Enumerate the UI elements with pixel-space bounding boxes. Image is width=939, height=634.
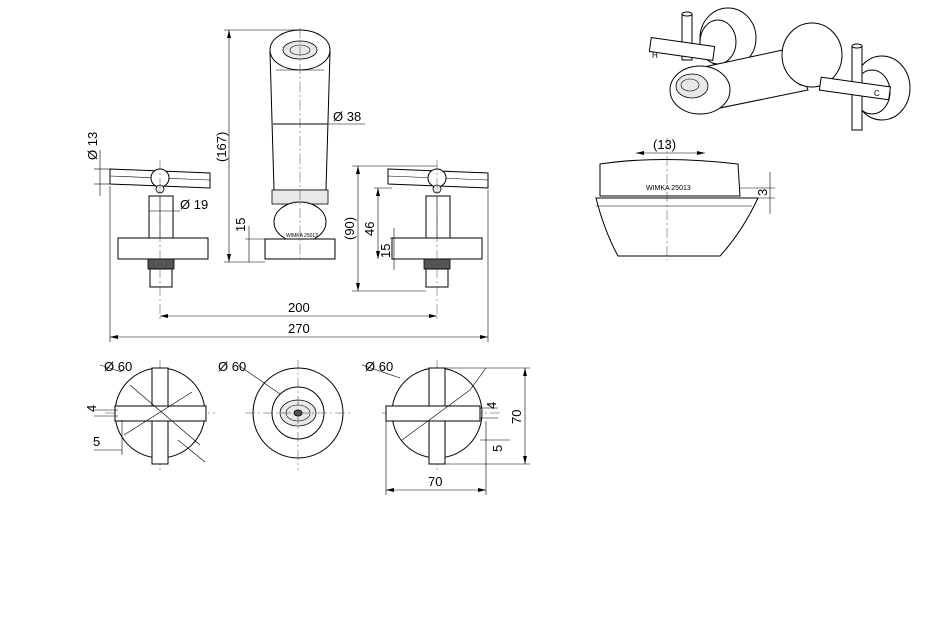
dim-d38-text: Ø 38 bbox=[333, 109, 361, 124]
dim-h167: (167) 15 bbox=[214, 29, 300, 263]
dim-h15-valve-text: 15 bbox=[378, 244, 393, 258]
spout: WIMKA 25013 bbox=[264, 28, 336, 262]
dim-d13-text: Ø 13 bbox=[85, 132, 100, 160]
dim-v4-left-text: 4 bbox=[84, 405, 99, 412]
hot-marking: H bbox=[652, 51, 658, 60]
dim-d19: Ø 19 bbox=[149, 197, 208, 212]
detail-label: WIMKA 25013 bbox=[646, 185, 691, 192]
dim-d60-right-text: Ø 60 bbox=[365, 359, 393, 374]
dim-d13: Ø 13 bbox=[85, 132, 110, 196]
dim-w270-text: 270 bbox=[288, 321, 310, 336]
spout-label: WIMKA 25013 bbox=[286, 233, 318, 239]
dim-d19-text: Ø 19 bbox=[180, 197, 208, 212]
dim-d38: Ø 38 bbox=[327, 109, 365, 125]
spout-plan: Ø 60 bbox=[218, 359, 350, 470]
front-elevation: WIMKA 25013 Ø 13 Ø 19 bbox=[85, 28, 489, 342]
dim-h15-spout-text: 15 bbox=[233, 218, 248, 232]
isometric-view: H C bbox=[648, 7, 911, 131]
dim-h3-text: 3 bbox=[755, 189, 770, 196]
dim-h167-text: (167) bbox=[214, 132, 229, 162]
dim-d60-left-text: Ø 60 bbox=[104, 359, 132, 374]
left-handle-plan: Ø 60 4 5 bbox=[84, 359, 215, 470]
dim-d60-mid-text: Ø 60 bbox=[218, 359, 246, 374]
dim-v4-right-text: 4 bbox=[484, 402, 499, 409]
dim-w200-text: 200 bbox=[288, 300, 310, 315]
dim-right-heights: (90) 46 15 bbox=[342, 165, 437, 292]
dim-w270: 270 bbox=[109, 186, 489, 342]
dim-w200: 200 bbox=[160, 300, 437, 318]
dim-d13-detail-text: (13) bbox=[653, 137, 676, 152]
plan-views: Ø 60 4 5 Ø 60 bbox=[84, 359, 530, 495]
dim-v5-left-text: 5 bbox=[93, 434, 100, 449]
detail-section: (13) WIMKA 25013 3 bbox=[595, 137, 775, 260]
dim-v5-right-text: 5 bbox=[490, 445, 505, 452]
dim-h46-text: 46 bbox=[362, 222, 377, 236]
left-valve bbox=[109, 160, 211, 320]
dim-h90-text: (90) bbox=[342, 217, 357, 240]
right-handle-plan: Ø 60 4 5 70 70 bbox=[361, 359, 530, 495]
right-valve bbox=[387, 160, 489, 320]
dim-w70-text: 70 bbox=[428, 474, 442, 489]
cold-marking: C bbox=[874, 89, 880, 98]
dim-h70-text: 70 bbox=[509, 410, 524, 424]
